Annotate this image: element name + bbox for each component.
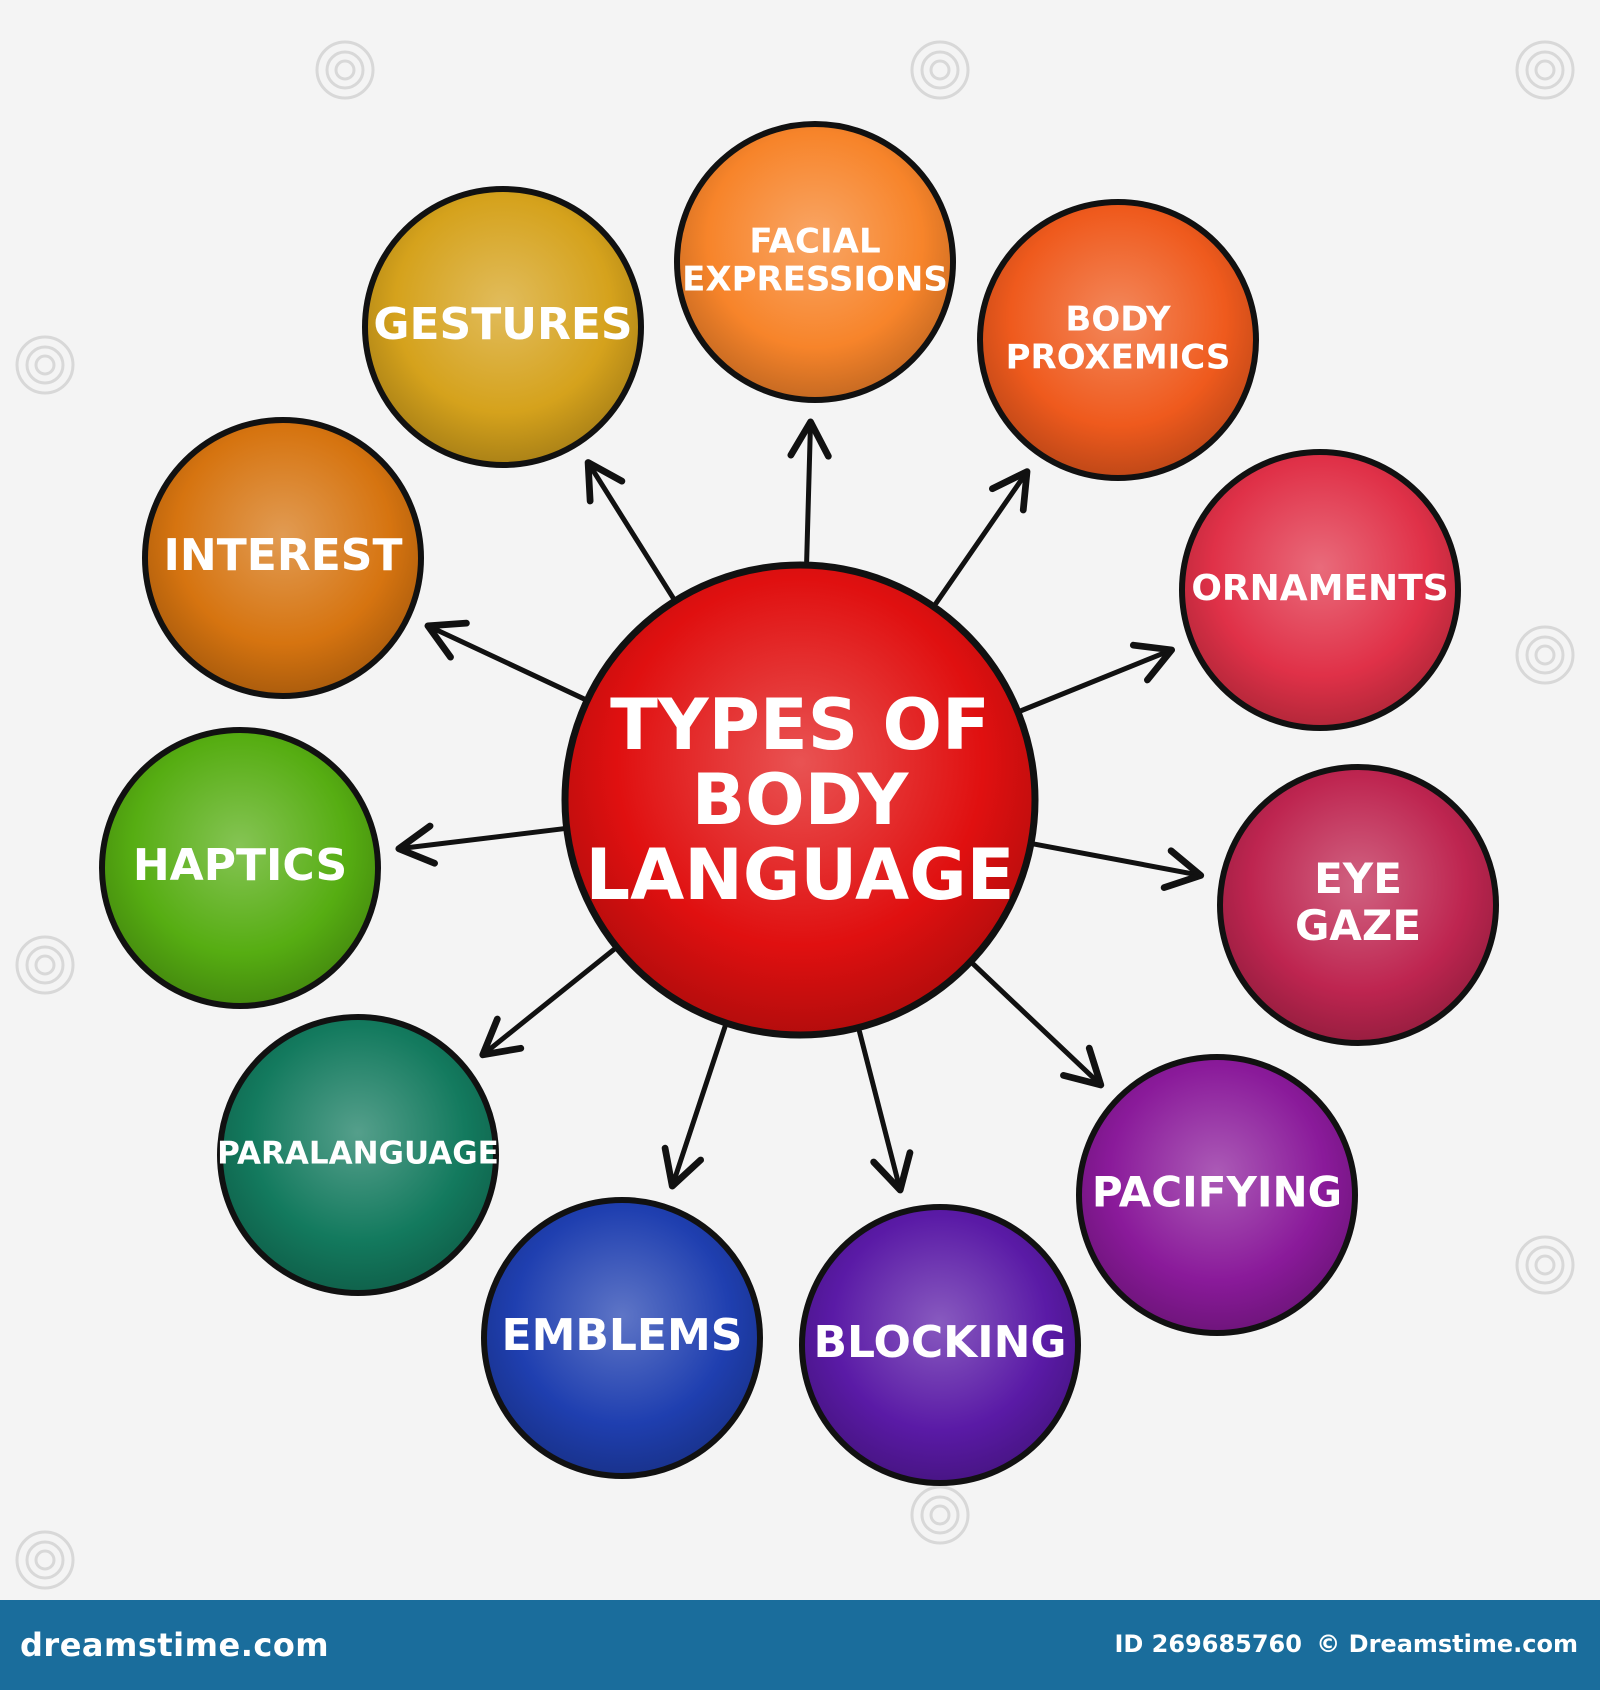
node-circle-gestures xyxy=(362,186,644,468)
watermark-spiral-icon xyxy=(910,1485,970,1545)
node-circle-interest xyxy=(142,417,424,699)
node-label-interest-line-1: INTEREST xyxy=(164,530,403,581)
center-label-line-2: BODY xyxy=(692,759,910,841)
node-circle-blocking xyxy=(799,1204,1081,1486)
node-circle-body-proxemics xyxy=(977,199,1259,481)
arrow-to-emblems xyxy=(661,1024,728,1190)
node-label-ornaments-line-1: ORNAMENTS xyxy=(1191,568,1448,609)
node-ornaments: ORNAMENTS xyxy=(1179,449,1461,731)
arrow-to-body-proxemics xyxy=(933,468,1031,606)
node-circle-eye-gaze xyxy=(1217,764,1499,1046)
arrow-to-gestures xyxy=(584,459,676,601)
arrow-to-haptics xyxy=(395,822,566,867)
node-circle-ornaments xyxy=(1179,449,1461,731)
node-label-facial-expressions-line-2: EXPRESSIONS xyxy=(682,260,948,300)
node-label-eye-gaze-line-2: GAZE xyxy=(1295,901,1421,950)
node-circle-facial-expressions xyxy=(674,121,956,403)
watermark-spiral-icon xyxy=(1515,1235,1575,1295)
node-paralanguage: PARALANGUAGE xyxy=(217,1014,499,1296)
node-circle-emblems xyxy=(481,1197,763,1479)
arrow-to-pacifying xyxy=(971,961,1105,1089)
node-label-pacifying-line-1: PACIFYING xyxy=(1092,1168,1342,1217)
arrow-to-eye-gaze xyxy=(1032,841,1205,891)
arrow-to-facial-expressions xyxy=(787,418,832,564)
arrow-to-blocking xyxy=(856,1028,914,1194)
node-label-blocking-line-1: BLOCKING xyxy=(813,1317,1066,1368)
watermark-spiral-icon xyxy=(15,935,75,995)
node-layer: FACIALEXPRESSIONSBODYPROXEMICSORNAMENTSE… xyxy=(99,121,1499,1486)
watermark-spiral-icon xyxy=(315,40,375,100)
node-haptics: HAPTICS xyxy=(99,727,381,1009)
node-label-facial-expressions-line-1: FACIAL xyxy=(749,221,880,261)
footer-image-id: ID 269685760 xyxy=(1114,1630,1302,1658)
node-circle-haptics xyxy=(99,727,381,1009)
node-circle-pacifying xyxy=(1076,1054,1358,1336)
center-label-line-3: LANGUAGE xyxy=(586,834,1015,916)
node-gestures: GESTURES xyxy=(362,186,644,468)
watermark-spiral-icon xyxy=(15,1530,75,1590)
node-emblems: EMBLEMS xyxy=(481,1197,763,1479)
footer-credit: ID 269685760 © Dreamstime.com xyxy=(1108,1630,1578,1658)
center-circle xyxy=(561,561,1039,1039)
node-label-paralanguage-line-1: PARALANGUAGE xyxy=(217,1136,499,1172)
arrow-to-ornaments xyxy=(1019,641,1176,714)
watermark-spiral-icon xyxy=(1515,625,1575,685)
arrow-to-interest xyxy=(424,619,587,702)
node-label-haptics-line-1: HAPTICS xyxy=(133,840,347,891)
node-label-eye-gaze-line-1: EYE xyxy=(1314,854,1402,903)
node-label-emblems-line-1: EMBLEMS xyxy=(502,1310,743,1361)
node-label-body-proxemics-line-2: PROXEMICS xyxy=(1006,338,1231,378)
footer-site-name: dreamstime.com xyxy=(20,1626,330,1664)
node-label-gestures-line-1: GESTURES xyxy=(373,299,632,350)
footer-brand: © Dreamstime.com xyxy=(1316,1630,1578,1658)
watermark-spiral-icon xyxy=(15,335,75,395)
mind-map-diagram: FACIALEXPRESSIONSBODYPROXEMICSORNAMENTSE… xyxy=(15,40,1575,1590)
node-pacifying: PACIFYING xyxy=(1076,1054,1358,1336)
node-circle-paralanguage xyxy=(217,1014,499,1296)
center-node: TYPES OF BODY LANGUAGE xyxy=(561,561,1039,1039)
arrow-to-paralanguage xyxy=(479,947,617,1059)
footer-bar: dreamstime.com ID 269685760 © Dreamstime… xyxy=(0,1600,1600,1690)
center-label-line-1: TYPES OF xyxy=(610,684,990,766)
node-label-body-proxemics-line-1: BODY xyxy=(1065,299,1171,339)
arrow-layer xyxy=(395,418,1205,1194)
node-interest: INTEREST xyxy=(142,417,424,699)
watermark-spiral-icon xyxy=(910,40,970,100)
watermark-spiral-icon xyxy=(1515,40,1575,100)
node-blocking: BLOCKING xyxy=(799,1204,1081,1486)
